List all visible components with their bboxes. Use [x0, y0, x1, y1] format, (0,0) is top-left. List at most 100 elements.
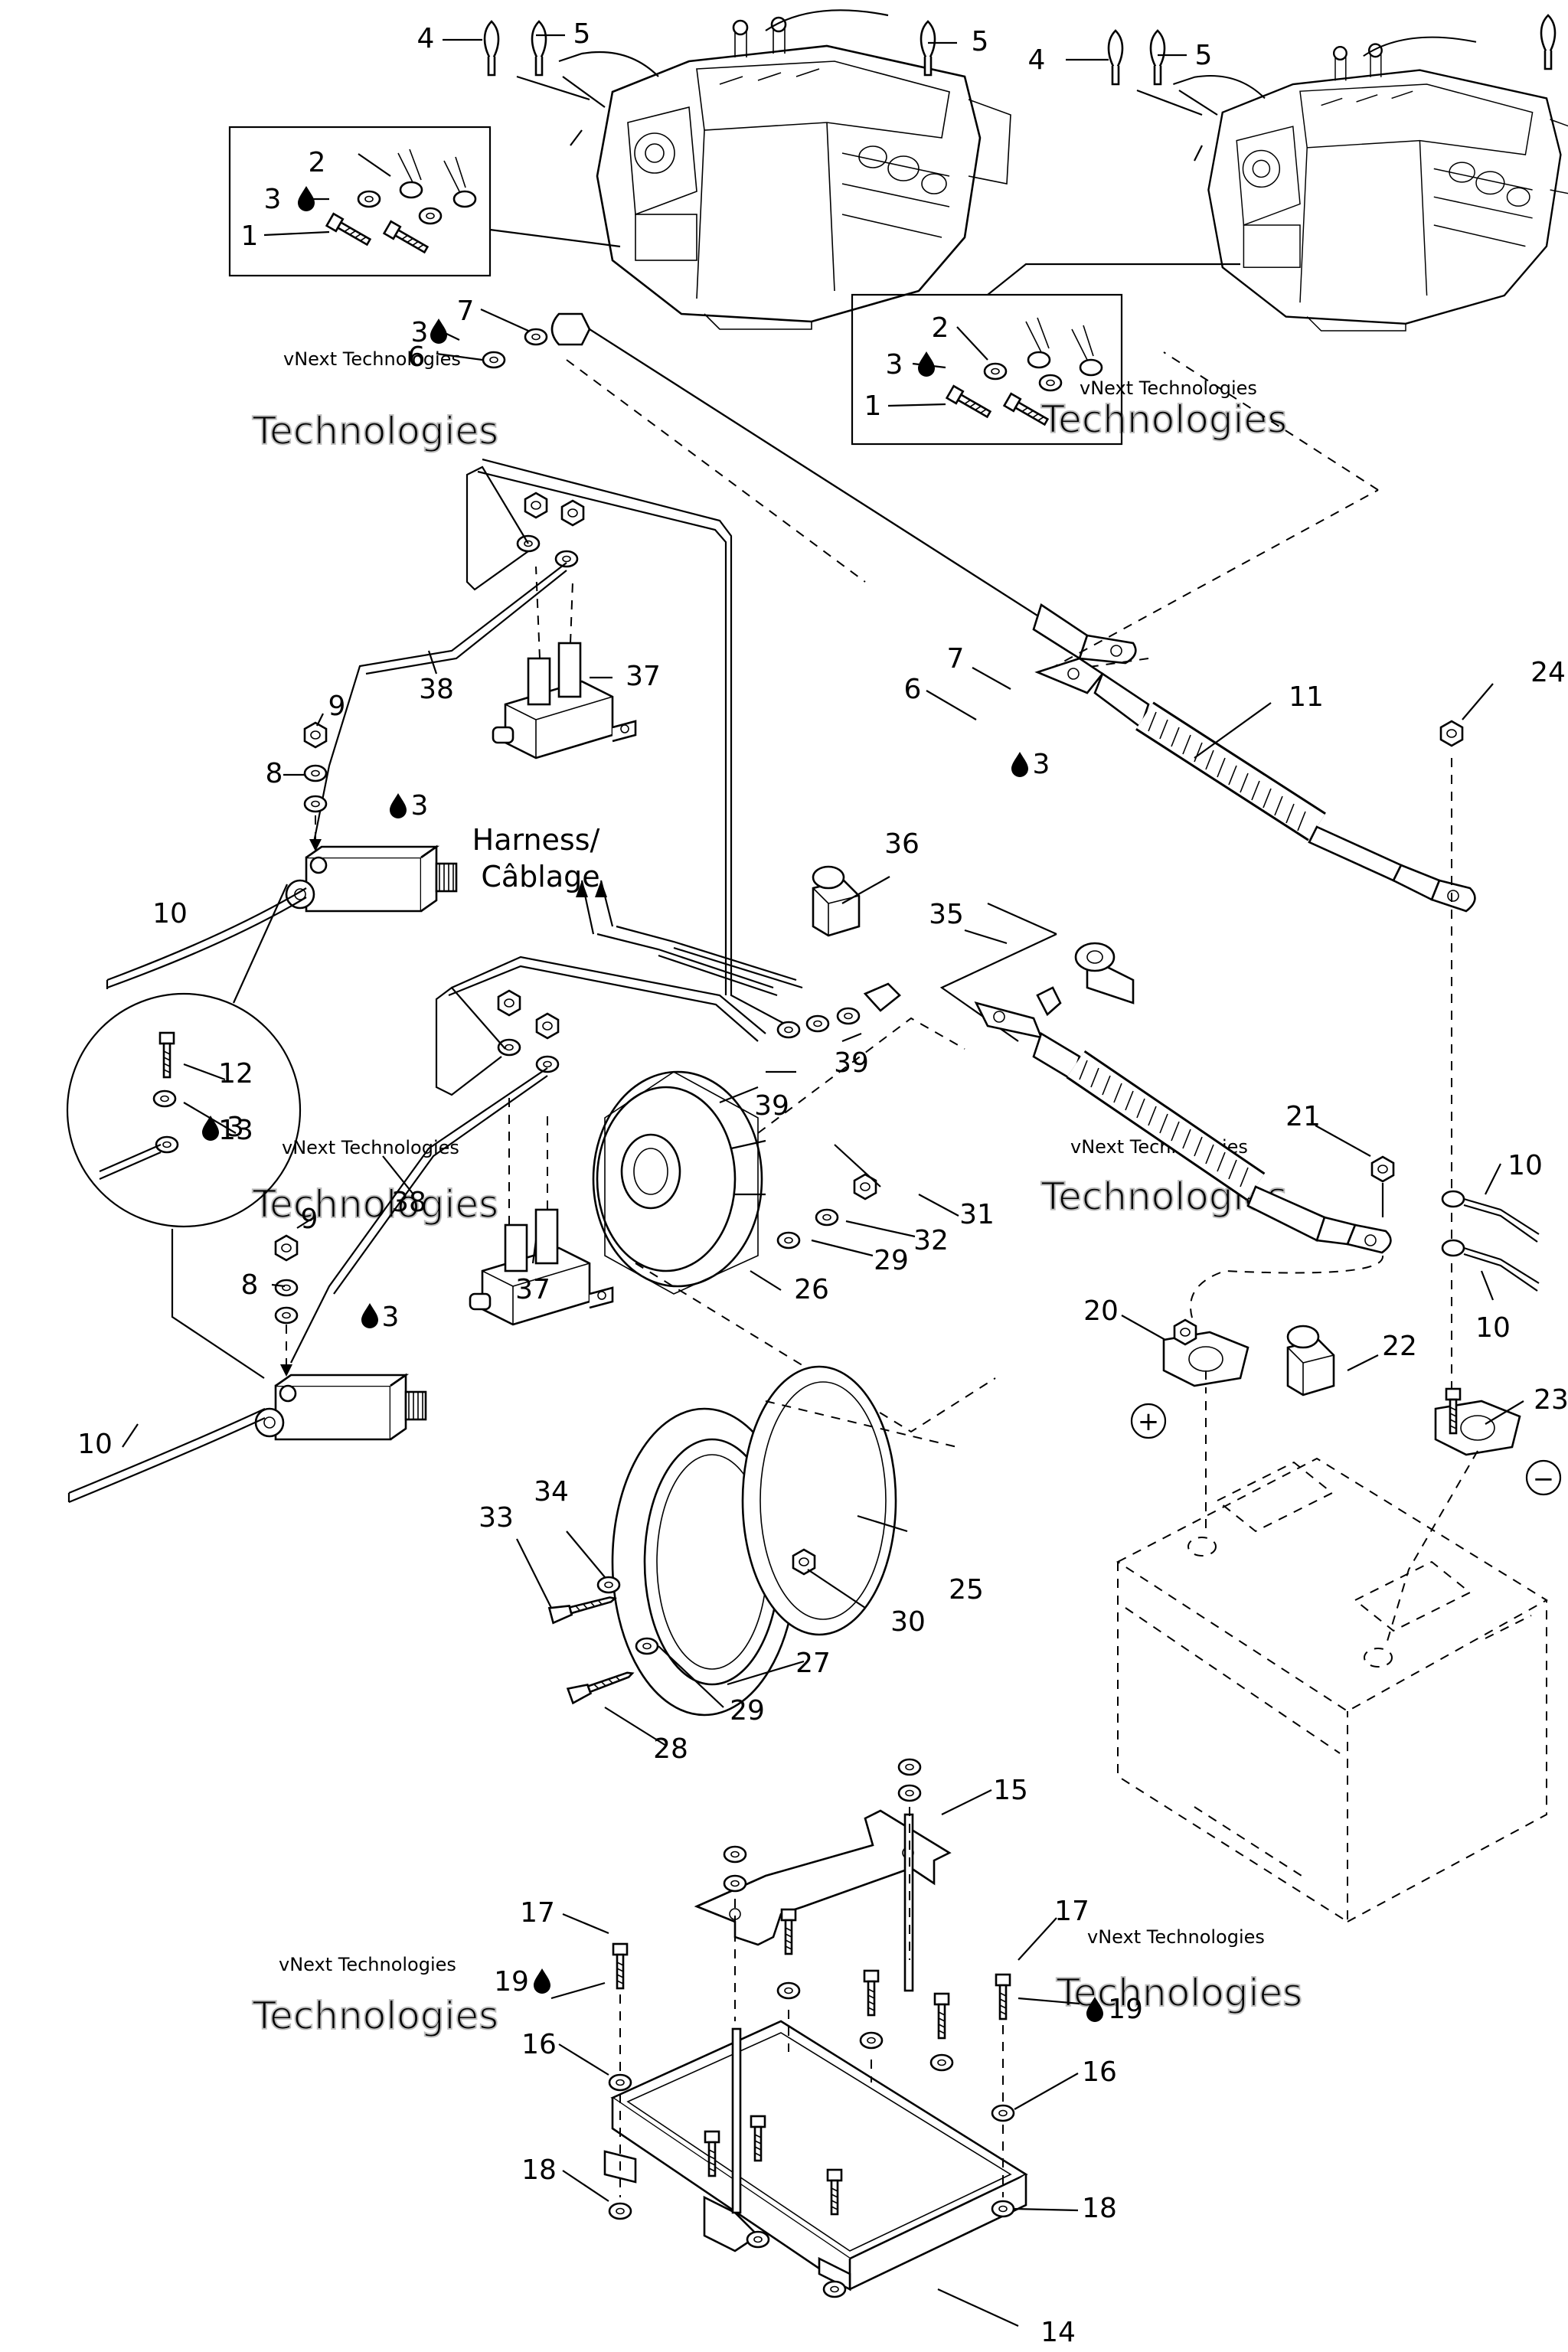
callout-2: 2 [932, 312, 949, 344]
callout-3: 3 [411, 317, 429, 348]
callout-6: 6 [408, 341, 426, 373]
callout-7: 7 [457, 296, 475, 327]
battery-cable-lower [974, 1001, 1395, 1325]
detail-box-left [228, 126, 621, 277]
callout-37: 37 [626, 661, 661, 692]
callout-1: 1 [241, 220, 259, 252]
solenoid-lower [469, 989, 614, 1326]
wire-routes [290, 458, 803, 1364]
callout-36: 36 [884, 828, 920, 860]
callout-13: 13 [218, 1115, 253, 1146]
eyelet-35 [939, 902, 1135, 1042]
harness-label-line2: Câblage [481, 860, 599, 893]
callout-17: 17 [1054, 1896, 1089, 1927]
watermark-line: vNext Technologies [1087, 1926, 1265, 1948]
callout-10: 10 [1475, 1312, 1511, 1344]
callout-38: 38 [391, 1187, 426, 1218]
callout-31: 31 [959, 1199, 995, 1230]
callout-33: 33 [479, 1502, 514, 1534]
nut-24 [1439, 720, 1464, 1393]
callout-19: 19 [494, 1966, 529, 1998]
callout-5: 5 [573, 18, 591, 50]
callout-20: 20 [1083, 1295, 1119, 1327]
watermark-line: vNext Technologies [282, 1137, 459, 1158]
callout-28: 28 [653, 1733, 688, 1765]
tray-studs [608, 1758, 1015, 2298]
callout-19: 19 [1108, 1994, 1143, 2025]
terminal-boots [812, 865, 1335, 1396]
callout-12: 12 [218, 1058, 253, 1089]
watermark-outline: Technologies [1040, 397, 1287, 442]
callout-23: 23 [1534, 1384, 1568, 1416]
callout-18: 18 [521, 2154, 557, 2186]
starter-lower [67, 1234, 427, 1504]
callout-11: 11 [1289, 681, 1324, 713]
watermark-outline: Technologies [252, 1994, 498, 2038]
callout-3: 3 [886, 349, 903, 381]
callout-38: 38 [419, 674, 454, 705]
callout-4: 4 [417, 23, 435, 54]
battery-outline [1116, 1457, 1548, 1923]
cable-ends-right [1441, 1190, 1540, 1292]
callout-22: 22 [1382, 1331, 1417, 1362]
callout-9: 9 [328, 691, 346, 722]
callout-8: 8 [241, 1269, 259, 1301]
callout-18: 18 [1082, 2193, 1117, 2224]
callout-9: 9 [301, 1204, 318, 1235]
pump-assembly [592, 1017, 996, 1433]
callout-16: 16 [1082, 2056, 1117, 2088]
callout-2: 2 [309, 147, 326, 178]
callout-16: 16 [521, 2029, 557, 2060]
callout-10: 10 [152, 898, 188, 929]
detail-circle [66, 884, 302, 1379]
flange-gasket [548, 1365, 958, 1717]
callout-34: 34 [534, 1476, 569, 1508]
callout-25: 25 [949, 1574, 984, 1606]
callout-24: 24 [1530, 657, 1566, 688]
detail-box-right [851, 263, 1240, 446]
callout-14: 14 [1040, 2317, 1076, 2348]
callout-37: 37 [515, 1274, 550, 1305]
callout-39: 39 [754, 1090, 789, 1122]
callout-3: 3 [1033, 749, 1050, 780]
callout-21: 21 [1285, 1101, 1321, 1132]
callout-35: 35 [929, 899, 964, 930]
callout-3: 3 [382, 1302, 400, 1333]
solenoid-upper [492, 492, 637, 760]
negative-symbol: − [1533, 1464, 1555, 1494]
watermark-line: vNext Technologies [1080, 377, 1257, 399]
terminal-clamp-negative: − [1385, 1387, 1562, 1647]
hose-clamps [483, 14, 1557, 162]
watermark-line: vNext Technologies [283, 348, 461, 370]
callout-3: 3 [411, 790, 429, 822]
callout-3: 3 [264, 184, 282, 215]
callout-7: 7 [947, 643, 965, 675]
leader-lines [122, 34, 1524, 2328]
callout-39: 39 [834, 1047, 869, 1079]
callout-4: 4 [1028, 44, 1046, 76]
callout-32: 32 [913, 1225, 949, 1256]
callout-numbers: 4 5 5 4 5 2 3 1 7 3 6 2 3 1 7 6 3 11 24 … [77, 18, 1568, 2348]
watermark-group: vNext Technologies Technologies vNext Te… [251, 348, 1303, 2039]
battery-tray [603, 2020, 1028, 2292]
watermark-line: vNext Technologies [279, 1954, 456, 1975]
callout-6: 6 [904, 674, 922, 705]
callout-10: 10 [77, 1429, 113, 1460]
engine-right [1172, 36, 1568, 332]
callout-1: 1 [864, 390, 882, 422]
callout-15: 15 [993, 1775, 1028, 1806]
harness-label-line1: Harness/ [472, 823, 600, 857]
callout-27: 27 [795, 1648, 831, 1679]
callout-8: 8 [266, 758, 283, 789]
terminal-clamp-positive: + [1130, 1318, 1250, 1531]
callout-17: 17 [520, 1897, 555, 1929]
callout-10: 10 [1508, 1150, 1543, 1181]
pump-fasteners [776, 982, 1062, 1250]
callout-29: 29 [874, 1245, 909, 1276]
watermark-outline: Technologies [252, 409, 498, 453]
callout-3: 3 [227, 1112, 244, 1143]
callout-29: 29 [730, 1695, 765, 1726]
battery-cable-main [1034, 657, 1476, 913]
callout-5: 5 [972, 26, 989, 57]
